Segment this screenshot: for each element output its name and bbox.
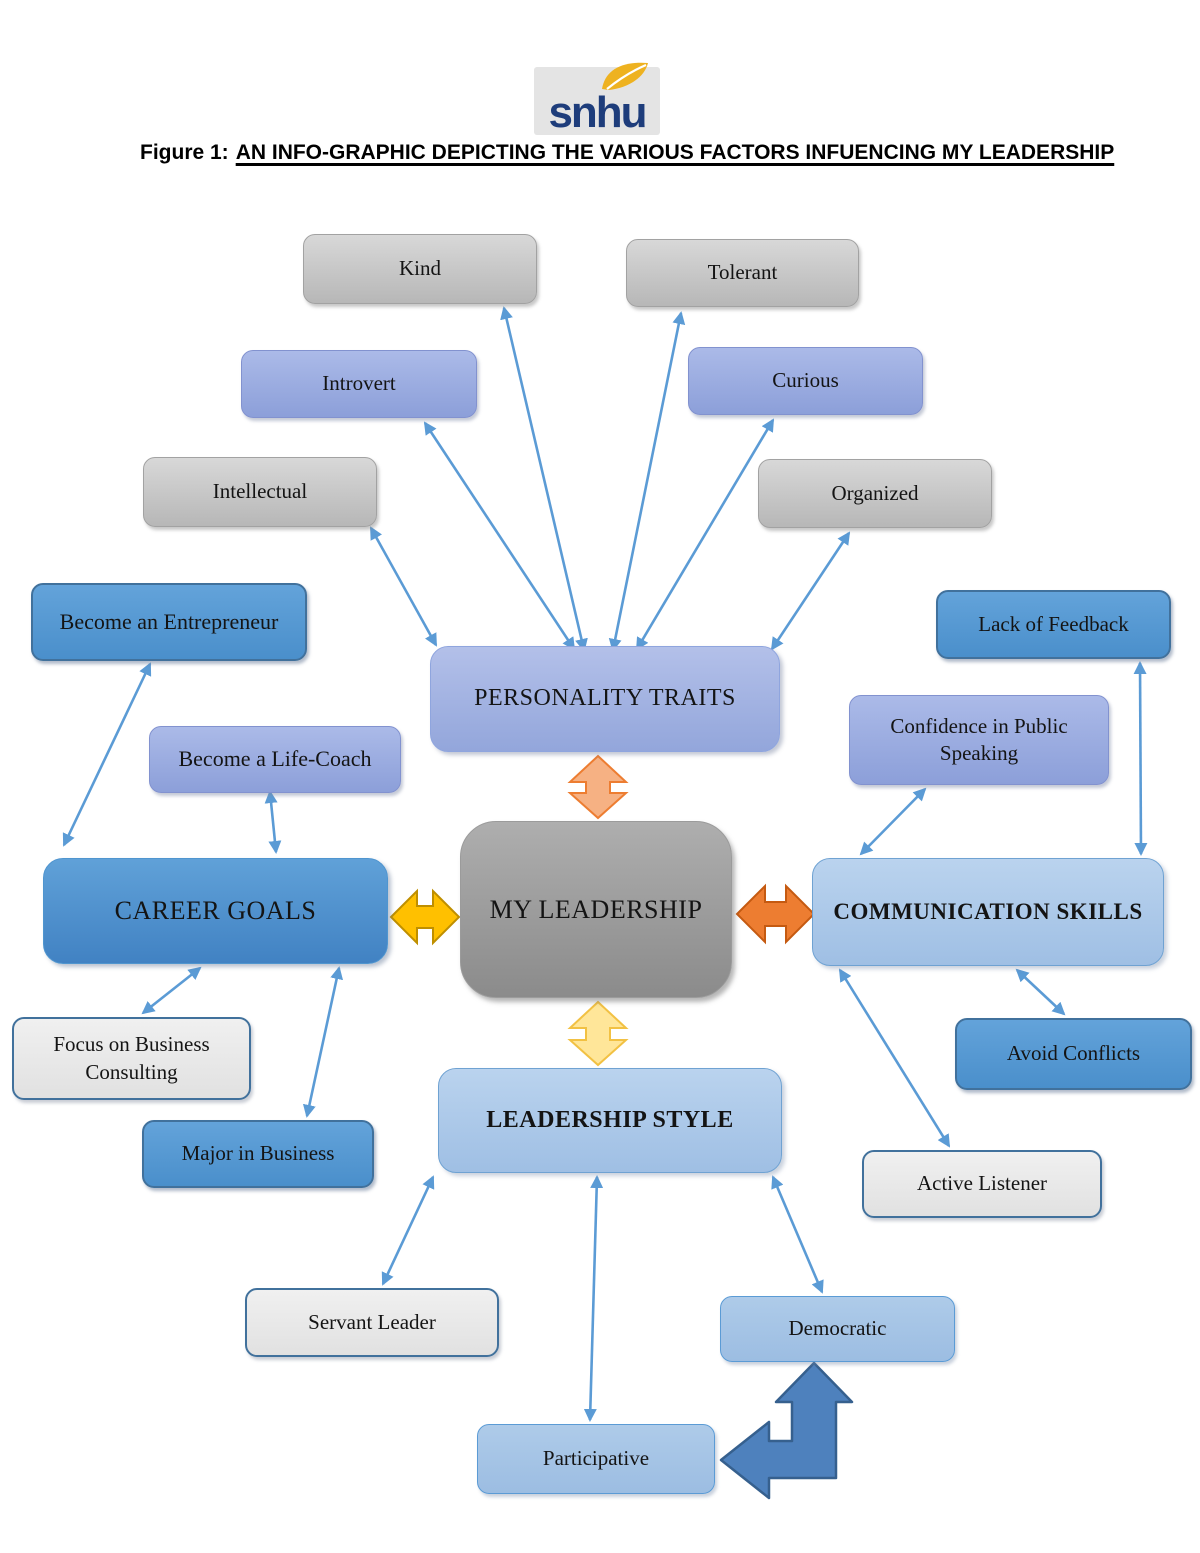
node-curious: Curious bbox=[688, 347, 923, 415]
node-career-goals: CAREER GOALS bbox=[43, 858, 388, 964]
node-my-leadership: MY LEADERSHIP bbox=[460, 821, 732, 998]
node-kind: Kind bbox=[303, 234, 537, 304]
block-arrow-up bbox=[567, 754, 629, 820]
node-career-goals-label: CAREER GOALS bbox=[114, 896, 317, 926]
connector-commskills-avoidconflicts bbox=[1015, 968, 1066, 1016]
node-intellectual: Intellectual bbox=[143, 457, 377, 527]
connector-commskills-activelistener bbox=[838, 968, 951, 1148]
figure-caption-prefix: Figure 1: bbox=[140, 141, 229, 164]
node-focus-business: Focus on Business Consulting bbox=[12, 1017, 251, 1100]
node-confidence-speaking-label: Confidence in Public Speaking bbox=[890, 713, 1068, 765]
connector-lackfeedback-commskills bbox=[1133, 661, 1148, 856]
block-arrow-down bbox=[567, 1000, 629, 1067]
node-intellectual-label: Intellectual bbox=[212, 479, 308, 504]
node-major-business: Major in Business bbox=[142, 1120, 374, 1188]
node-lack-feedback: Lack of Feedback bbox=[936, 590, 1171, 659]
node-become-entrepreneur-label: Become an Entrepreneur bbox=[59, 608, 279, 634]
connector-careergoals-majorbusiness bbox=[302, 966, 344, 1118]
node-personality-traits-label: PERSONALITY TRAITS bbox=[474, 685, 736, 712]
connector-kind-traits bbox=[500, 306, 588, 652]
snhu-logo: snhu bbox=[534, 62, 660, 137]
node-democratic: Democratic bbox=[720, 1296, 955, 1362]
node-avoid-conflicts: Avoid Conflicts bbox=[955, 1018, 1192, 1090]
node-lack-feedback-label: Lack of Feedback bbox=[978, 611, 1129, 636]
figure-caption-title: AN INFO-GRAPHIC DEPICTING THE VARIOUS FA… bbox=[235, 141, 1115, 164]
node-become-lifecoach: Become a Life-Coach bbox=[149, 726, 401, 793]
block-arrow-right bbox=[735, 883, 816, 945]
connector-leadershipstyle-servantleader bbox=[381, 1175, 435, 1286]
figure-caption: Figure 1: AN INFO-GRAPHIC DEPICTING THE V… bbox=[140, 141, 1114, 165]
node-leadership-style: LEADERSHIP STYLE bbox=[438, 1068, 782, 1173]
node-introvert: Introvert bbox=[241, 350, 477, 418]
connector-entrepreneur-careergoals bbox=[62, 662, 152, 847]
connector-careergoals-focusbusiness bbox=[141, 966, 202, 1015]
snhu-logo-text: snhu bbox=[548, 87, 647, 137]
node-active-listener: Active Listener bbox=[862, 1150, 1102, 1218]
node-participative: Participative bbox=[477, 1424, 715, 1494]
node-servant-leader-label: Servant Leader bbox=[308, 1309, 436, 1334]
node-my-leadership-label: MY LEADERSHIP bbox=[489, 894, 703, 924]
leaf-icon bbox=[602, 62, 648, 90]
node-become-lifecoach-label: Become a Life-Coach bbox=[178, 746, 372, 772]
connector-intellectual-traits bbox=[369, 526, 438, 647]
node-confidence-speaking: Confidence in Public Speaking bbox=[849, 695, 1109, 785]
node-personality-traits: PERSONALITY TRAITS bbox=[430, 646, 780, 752]
connector-confidence-commskills bbox=[859, 787, 927, 856]
node-organized-label: Organized bbox=[831, 480, 919, 505]
node-leadership-style-label: LEADERSHIP STYLE bbox=[486, 1106, 734, 1133]
node-kind-label: Kind bbox=[399, 256, 441, 281]
node-major-business-label: Major in Business bbox=[181, 1141, 335, 1166]
node-curious-label: Curious bbox=[772, 368, 839, 393]
node-participative-label: Participative bbox=[542, 1446, 650, 1471]
node-democratic-label: Democratic bbox=[788, 1316, 887, 1341]
connector-curious-traits bbox=[635, 418, 775, 651]
node-introvert-label: Introvert bbox=[322, 371, 396, 396]
bent-arrow-democratic-participative bbox=[719, 1361, 854, 1500]
connector-lifecoach-careergoals bbox=[264, 790, 282, 854]
node-tolerant-label: Tolerant bbox=[707, 260, 778, 285]
connector-leadershipstyle-participative bbox=[583, 1175, 604, 1422]
connector-introvert-traits bbox=[423, 421, 576, 651]
node-become-entrepreneur: Become an Entrepreneur bbox=[31, 583, 307, 661]
node-avoid-conflicts-label: Avoid Conflicts bbox=[1006, 1041, 1141, 1066]
connector-leadershipstyle-democratic bbox=[771, 1175, 824, 1294]
block-arrow-left bbox=[389, 888, 461, 946]
connector-tolerant-traits bbox=[608, 311, 686, 652]
node-active-listener-label: Active Listener bbox=[916, 1171, 1048, 1196]
node-focus-business-label: Focus on Business Consulting bbox=[53, 1032, 210, 1084]
node-servant-leader: Servant Leader bbox=[245, 1288, 499, 1357]
node-communication-skills-label: COMMUNICATION SKILLS bbox=[833, 899, 1143, 925]
node-organized: Organized bbox=[758, 459, 992, 528]
connector-organized-traits bbox=[770, 531, 851, 651]
node-tolerant: Tolerant bbox=[626, 239, 859, 307]
node-communication-skills: COMMUNICATION SKILLS bbox=[812, 858, 1164, 966]
